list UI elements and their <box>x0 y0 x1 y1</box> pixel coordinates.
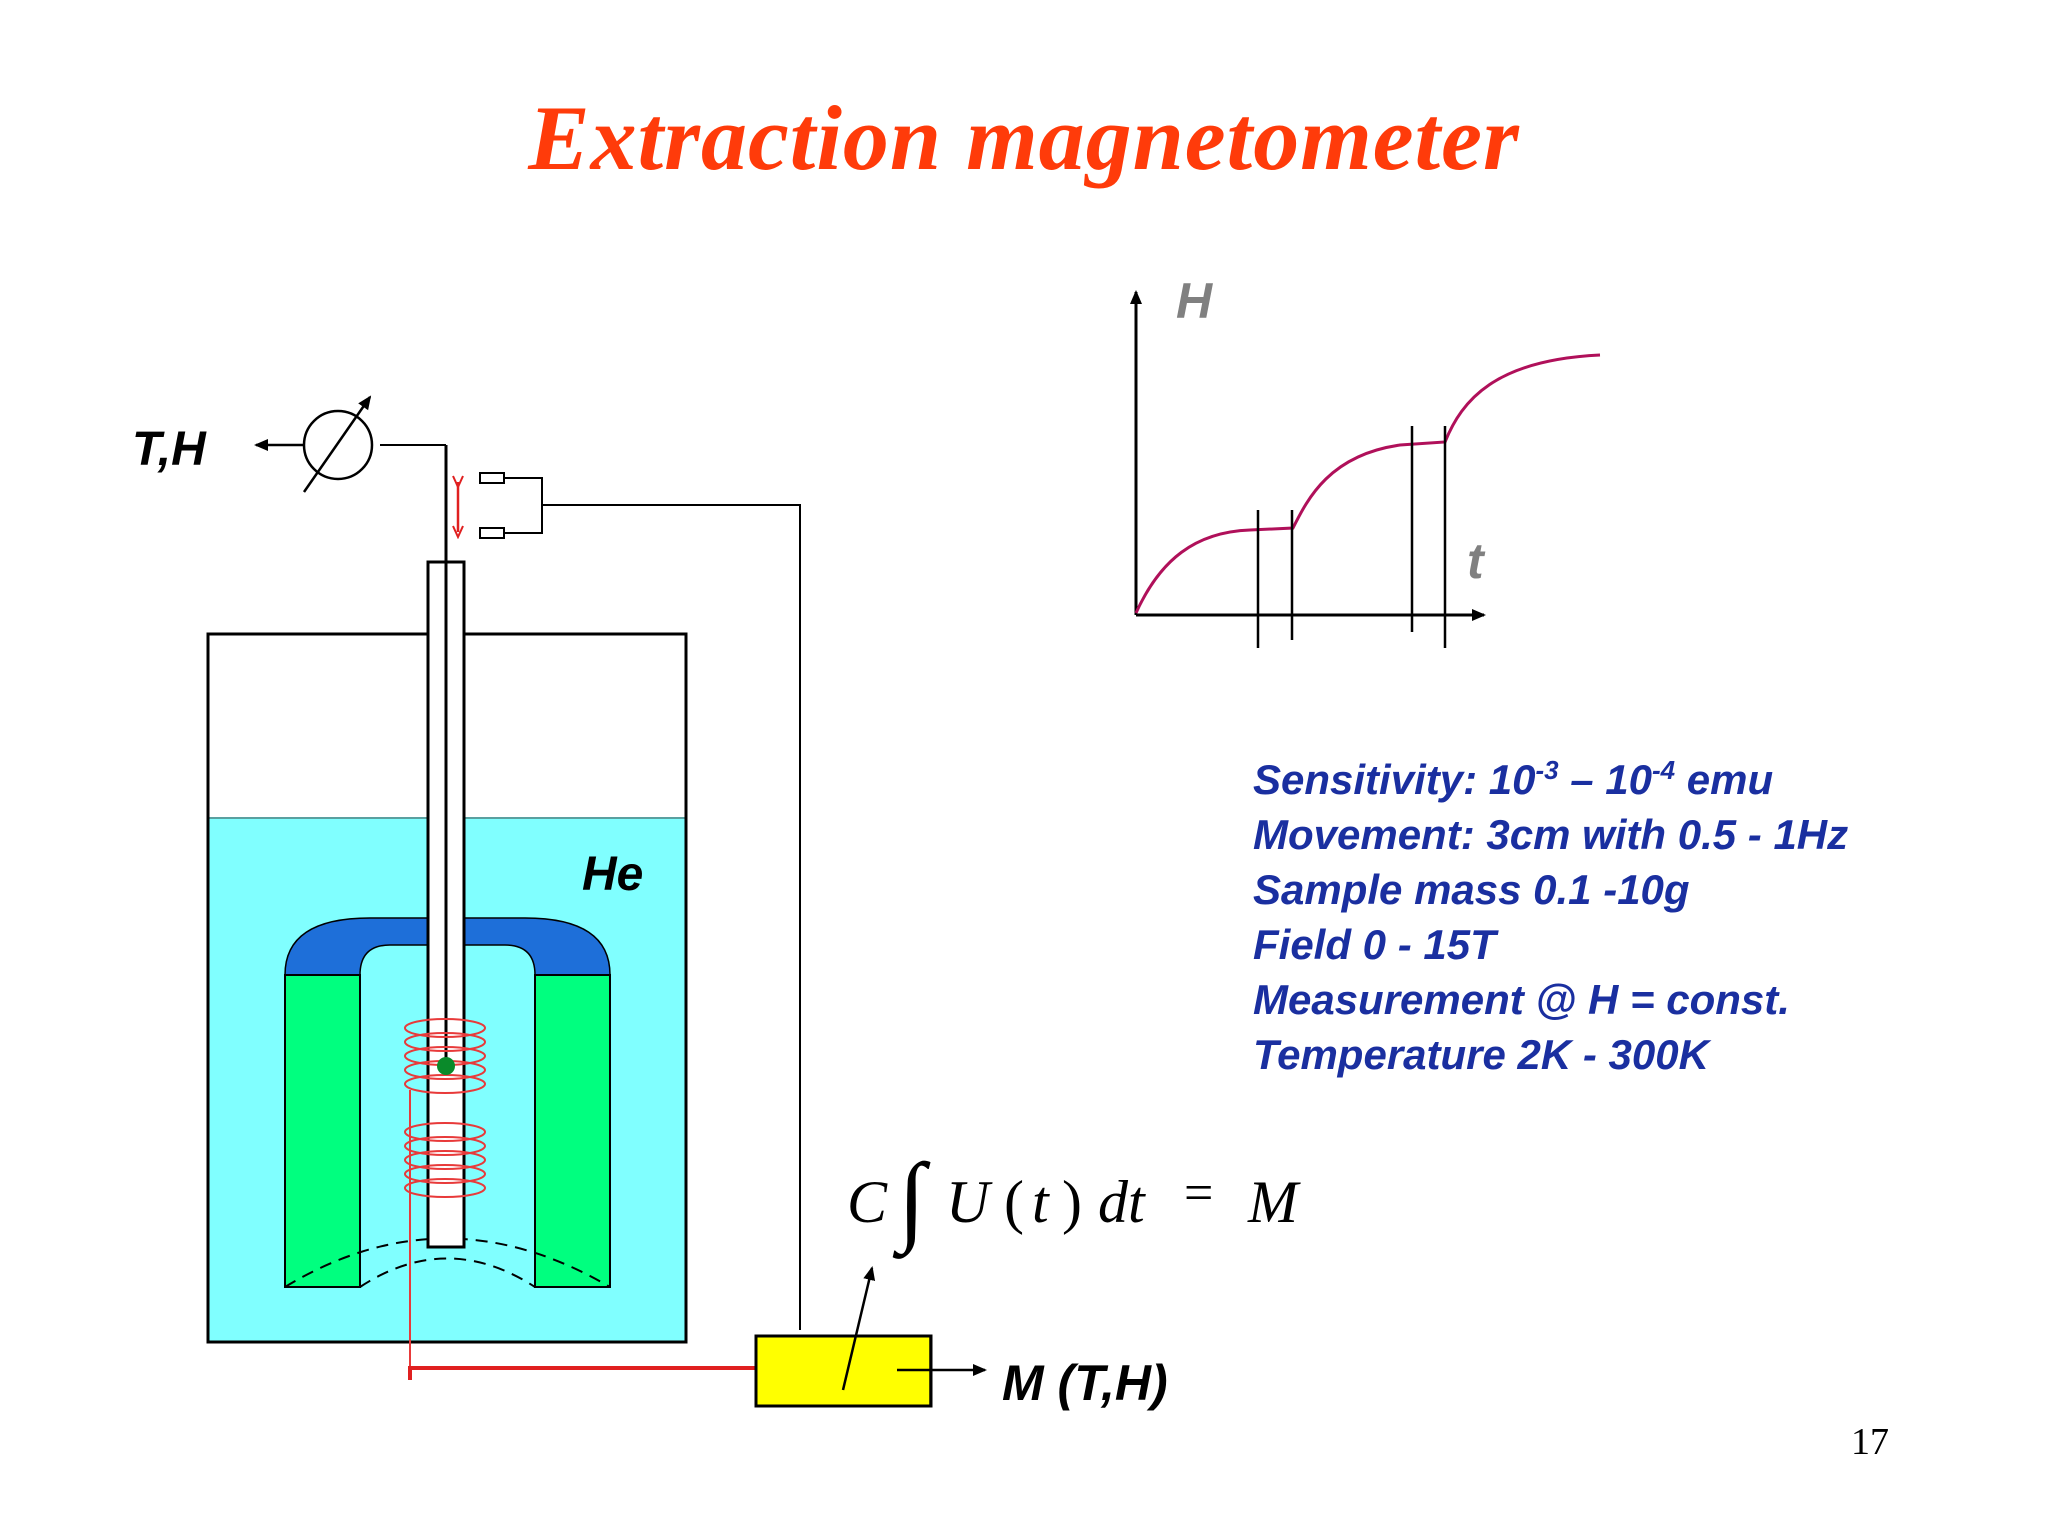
spec-sample-mass: Sample mass 0.1 -10g <box>1253 866 1690 913</box>
pickup-coils <box>404 1018 486 1380</box>
position-sensor <box>479 472 801 1330</box>
page-number: 17 <box>1851 1421 1889 1463</box>
spec-movement: Movement: 3cm with 0.5 - 1Hz <box>1253 811 1849 858</box>
graph-x-label: t <box>1467 533 1486 589</box>
spec-measurement: Measurement @ H = const. <box>1253 976 1790 1023</box>
formula-rparen: ) <box>1062 1169 1082 1235</box>
signal-lead <box>408 1366 756 1380</box>
field-curve <box>1134 353 1601 614</box>
formula-dt: dt <box>1098 1169 1146 1235</box>
detector-pointer <box>841 1266 876 1391</box>
superconducting-magnet <box>284 917 611 1288</box>
integral-formula: C ∫ U ( t ) dt = M <box>847 1143 1301 1259</box>
formula-u: U <box>946 1169 993 1235</box>
sample-rod <box>380 444 466 1249</box>
th-meter <box>254 395 374 493</box>
th-label: T,H <box>132 423 207 476</box>
formula-c: C <box>847 1169 888 1235</box>
magnet-right-leg <box>534 974 611 1288</box>
magnet-cap <box>284 917 611 976</box>
sample <box>437 1057 455 1075</box>
spec-temperature: Temperature 2K - 300K <box>1253 1031 1709 1078</box>
magnet-left-leg <box>284 974 361 1288</box>
output-label: M (T,H) <box>1002 1355 1168 1411</box>
specifications-list: Sensitivity: 10-3 – 10-4 emu Movement: 3… <box>1253 752 2013 1082</box>
graph-y-label: H <box>1176 273 1213 329</box>
slide-title: Extraction magnetometer <box>528 87 1520 189</box>
formula-t: t <box>1032 1169 1050 1235</box>
formula-equals: = <box>1184 1165 1213 1222</box>
spec-sensitivity: Sensitivity: 10-3 – 10-4 emu <box>1253 755 1774 803</box>
helium-label: He <box>582 848 643 901</box>
formula-m: M <box>1247 1169 1301 1235</box>
formula-lparen: ( <box>1004 1169 1024 1235</box>
h-vs-t-graph: H t <box>1130 273 1601 648</box>
formula-integral: ∫ <box>892 1143 931 1259</box>
spec-field: Field 0 - 15T <box>1253 921 1496 968</box>
